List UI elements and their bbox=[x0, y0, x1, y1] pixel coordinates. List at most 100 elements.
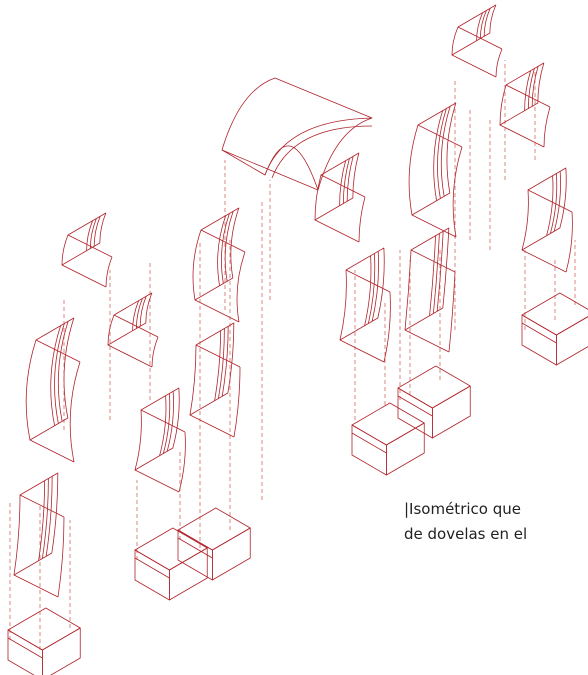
voussoir-1b-face bbox=[25, 317, 75, 441]
keystone-3-edge bbox=[495, 48, 503, 78]
voussoir-1a-top bbox=[19, 494, 65, 518]
voussoir-2b-groove-3 bbox=[221, 326, 229, 397]
voussoir-3b-groove-3 bbox=[371, 251, 379, 322]
voussoir-3f-groove-1 bbox=[546, 175, 554, 236]
voussoir-3c-groove-1 bbox=[429, 235, 436, 316]
voussoir-1a-bottom bbox=[13, 574, 59, 598]
voussoir-2c-bottom bbox=[194, 299, 240, 323]
voussoir-2b-bottom bbox=[189, 414, 235, 438]
voussoir-3c-groove-2 bbox=[432, 233, 440, 314]
voussoir-1b-top bbox=[35, 339, 81, 363]
voussoir-1b-groove-3 bbox=[57, 321, 69, 422]
voussoir-3a-edge bbox=[358, 196, 366, 243]
keystone-3-groove-3 bbox=[483, 8, 491, 37]
voussoir-3d-groove-2 bbox=[437, 108, 447, 199]
voussoir-3e-groove-3 bbox=[531, 66, 539, 107]
voussoir-1c-groove-1 bbox=[132, 300, 139, 331]
base-3-top bbox=[177, 507, 251, 551]
base-5 bbox=[397, 365, 471, 439]
voussoir-2a-groove-2 bbox=[162, 393, 171, 454]
voussoir-1b bbox=[25, 317, 81, 463]
keystone-3-groove-1 bbox=[476, 12, 483, 41]
base-5-top bbox=[397, 365, 471, 409]
keystone-1-bottom bbox=[61, 264, 107, 288]
base-4-moulding bbox=[351, 432, 387, 454]
keystone-1-groove-1 bbox=[86, 220, 93, 251]
keystone-1-edge bbox=[105, 256, 113, 288]
keystone-1-top bbox=[67, 234, 113, 258]
voussoir-3c-groove-3 bbox=[436, 231, 444, 312]
voussoir-3d-bottom bbox=[411, 214, 457, 238]
voussoir-2c-groove-1 bbox=[217, 215, 226, 286]
voussoir-2b-groove-2 bbox=[217, 328, 225, 399]
voussoir-3f bbox=[521, 167, 573, 273]
base-5-side bbox=[431, 385, 471, 439]
voussoir-3e-groove-1 bbox=[524, 70, 531, 111]
voussoir-1c-bottom bbox=[107, 344, 153, 368]
voussoir-3c bbox=[404, 227, 456, 353]
keystone-1-groove-2 bbox=[89, 218, 97, 249]
voussoir-3c-bottom bbox=[404, 329, 450, 353]
keystone-3-groove-2 bbox=[479, 10, 487, 39]
voussoir-3a-groove-1 bbox=[339, 160, 346, 206]
crown-block bbox=[221, 77, 373, 191]
crown-block-groove-1 bbox=[264, 117, 373, 176]
voussoir-3f-groove-3 bbox=[553, 171, 561, 232]
voussoir-1c bbox=[107, 292, 159, 368]
voussoir-3d-groove-1 bbox=[433, 110, 443, 201]
voussoir-3e bbox=[499, 62, 551, 148]
base-4-side bbox=[385, 422, 425, 476]
voussoir-3d-groove-3 bbox=[440, 106, 451, 197]
voussoir-3a-groove-2 bbox=[342, 158, 350, 204]
voussoir-1a-groove-2 bbox=[41, 478, 49, 559]
voussoir-3e-face bbox=[499, 62, 545, 126]
keystone-1-face bbox=[61, 212, 107, 266]
voussoir-2b-top bbox=[195, 344, 241, 368]
voussoir-1c-edge bbox=[151, 336, 159, 368]
voussoir-1b-edge bbox=[69, 361, 81, 463]
voussoir-1a-groove-1 bbox=[38, 480, 45, 561]
base-1-top bbox=[7, 607, 81, 651]
voussoir-1c-top bbox=[113, 314, 159, 338]
voussoir-1c-face bbox=[107, 292, 153, 346]
voussoir-2c-groove-2 bbox=[220, 213, 230, 284]
voussoir-1b-groove-1 bbox=[50, 325, 61, 426]
voussoir-2a-top bbox=[140, 409, 186, 433]
crown-block-soffit bbox=[221, 145, 319, 191]
voussoir-3a-bottom bbox=[314, 219, 360, 243]
voussoir-3c-edge bbox=[448, 271, 456, 353]
base-1 bbox=[7, 607, 81, 675]
base-6-side bbox=[556, 316, 588, 366]
voussoir-1c-groove-3 bbox=[139, 296, 147, 327]
voussoir-1a-face bbox=[13, 472, 59, 576]
base-2-moulding bbox=[134, 557, 170, 579]
base-6-moulding bbox=[521, 322, 557, 344]
keystone-3-bottom bbox=[451, 54, 497, 78]
keystone-3-face bbox=[451, 4, 497, 56]
voussoir-3b-groove-2 bbox=[367, 253, 376, 324]
voussoir-2a-face bbox=[134, 387, 180, 471]
caption: |Isométrico que de dovelas en el bbox=[404, 497, 527, 547]
base-3-moulding bbox=[177, 537, 213, 559]
voussoir-3b-face bbox=[339, 247, 385, 341]
voussoir-1a bbox=[13, 472, 65, 598]
voussoir-2a-groove-3 bbox=[166, 391, 174, 452]
base-1-front bbox=[7, 629, 43, 675]
voussoir-3b-bottom bbox=[339, 339, 385, 363]
base-4-top bbox=[351, 402, 425, 446]
voussoir-2a-bottom bbox=[134, 469, 180, 493]
voussoir-2b-face bbox=[189, 322, 235, 416]
voussoir-2c-groove-3 bbox=[224, 211, 234, 282]
voussoir-3f-groove-2 bbox=[549, 173, 558, 234]
voussoir-3d-face bbox=[408, 102, 457, 216]
voussoir-3e-top bbox=[505, 84, 551, 108]
voussoir-3a-groove-3 bbox=[346, 156, 354, 202]
voussoir-1b-bottom bbox=[29, 439, 75, 463]
voussoir-3e-edge bbox=[543, 106, 551, 148]
voussoir-2b bbox=[189, 322, 241, 438]
voussoir-2a-groove-1 bbox=[159, 395, 167, 456]
voussoir-3b-groove-1 bbox=[364, 255, 372, 326]
voussoir-2a-edge bbox=[178, 431, 186, 493]
voussoir-2b-groove-1 bbox=[214, 330, 221, 401]
